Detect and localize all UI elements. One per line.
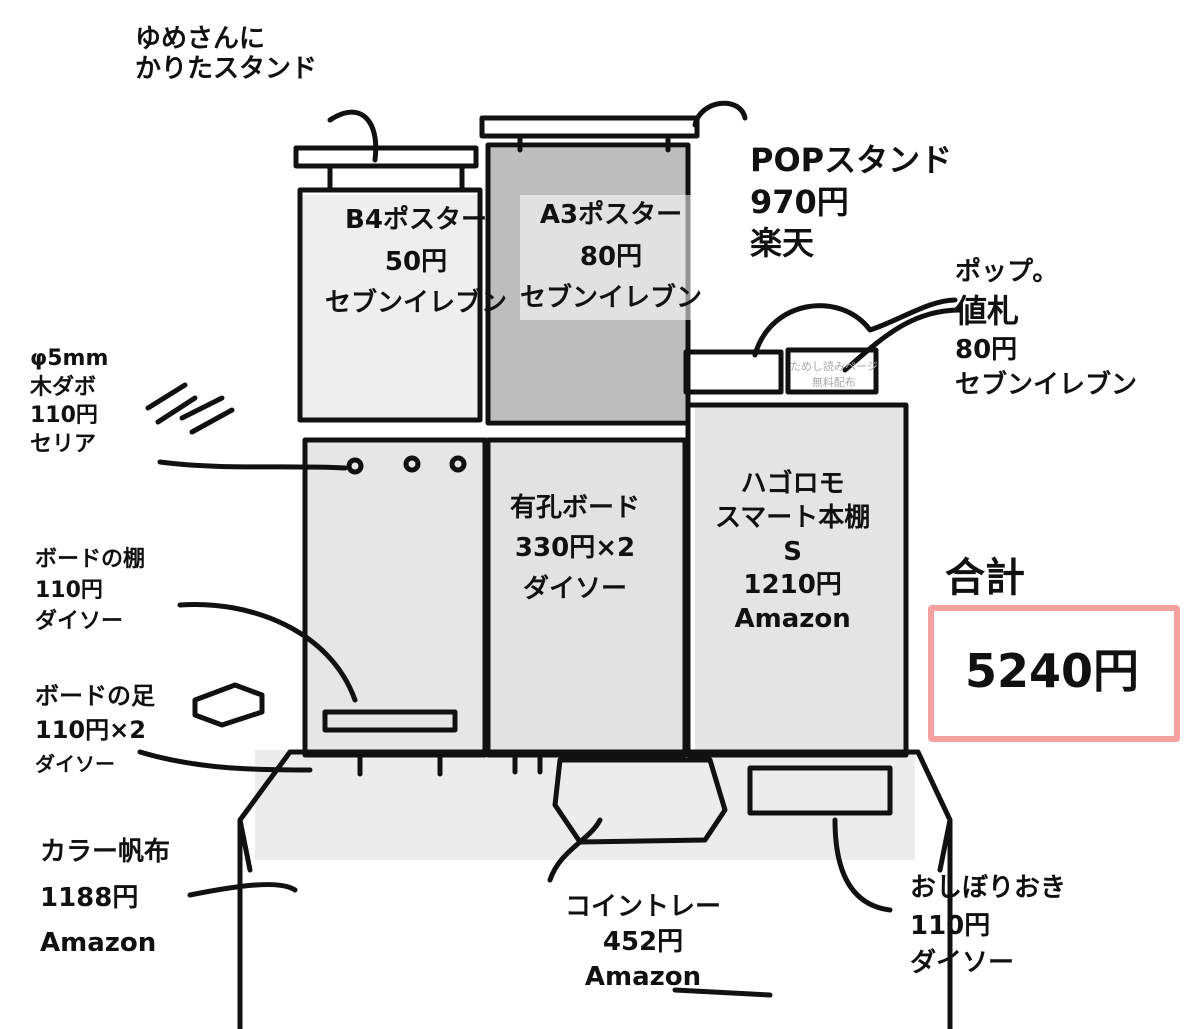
label-line: ポップ。 bbox=[955, 257, 1059, 287]
label-line: かりたスタンド bbox=[135, 53, 318, 84]
item-price: 110円 bbox=[24, 402, 108, 431]
label-b4-poster: B4ポスター 50円セブンイレブン bbox=[325, 200, 507, 325]
label-a3-poster: A3ポスター 80円セブンイレブン bbox=[520, 195, 703, 320]
item-name: A3ポスター bbox=[539, 200, 683, 230]
item-name: コイントレー bbox=[565, 892, 722, 922]
label-towel-holder: おしぼりおき 110円ダイソー bbox=[903, 870, 1067, 983]
item-price: 50円 bbox=[378, 242, 458, 284]
item-name: 有孔ボード bbox=[510, 493, 641, 523]
item-shop: Amazon bbox=[734, 604, 851, 635]
item-price: 1210円 bbox=[737, 569, 853, 603]
item-name: ボードの棚 bbox=[35, 547, 146, 572]
item-shop: Amazon bbox=[40, 928, 157, 958]
item-shop: セブンイレブン bbox=[325, 288, 508, 319]
free-sample-sign: ためし読みページ無料配布 bbox=[790, 358, 878, 390]
item-shop: 楽天 bbox=[750, 224, 815, 263]
label-line: φ5mm bbox=[30, 346, 109, 371]
label-line: S bbox=[783, 536, 802, 567]
item-shop: セブンイレブン bbox=[520, 283, 703, 314]
item-price: 80円 bbox=[948, 333, 1028, 368]
item-price: 970円 bbox=[744, 182, 859, 224]
item-name: ボードの足 bbox=[35, 682, 155, 710]
item-price: 80円 bbox=[573, 237, 653, 279]
item-shop: セブンイレブン bbox=[955, 370, 1138, 401]
sign-line: ためし読みページ bbox=[790, 360, 878, 373]
label-line: ゆめさんに bbox=[135, 24, 266, 54]
total-value: 5240円 bbox=[965, 644, 1140, 698]
item-price: 110円 bbox=[29, 576, 113, 607]
item-shop: ダイソー bbox=[35, 752, 115, 777]
label-line: 木ダボ bbox=[30, 374, 97, 400]
item-price: 110円 bbox=[903, 908, 1001, 946]
label-line: スマート本棚 bbox=[715, 502, 871, 533]
item-shop: セリア bbox=[30, 431, 97, 457]
item-name: カラー帆布 bbox=[40, 837, 171, 867]
item-price: 1188円 bbox=[33, 876, 149, 922]
item-shop: ダイソー bbox=[35, 608, 124, 634]
item-name: POPスタンド bbox=[750, 141, 953, 179]
label-line: 値札 bbox=[955, 292, 1020, 331]
label-line: ハゴロモ bbox=[740, 469, 845, 499]
sign-line: 無料配布 bbox=[811, 376, 856, 389]
item-price: 110円×2 bbox=[29, 714, 156, 748]
item-shop: Amazon bbox=[584, 962, 702, 993]
label-borrowed-stand: ゆめさんにかりたスタンド bbox=[135, 24, 318, 85]
item-price: 330円×2 bbox=[508, 528, 646, 568]
item-shop: ダイソー bbox=[523, 573, 628, 604]
label-board-feet: ボードの足 110円×2 ダイソー bbox=[29, 680, 156, 781]
label-canvas-cloth: カラー帆布 1188円 Amazon bbox=[33, 830, 171, 967]
total-label: 合計 bbox=[945, 555, 1025, 601]
label-pegboard: 有孔ボード 330円×2 ダイソー bbox=[508, 488, 646, 609]
item-shop: ダイソー bbox=[910, 948, 1015, 979]
total-box bbox=[928, 605, 1180, 742]
label-board-shelf: ボードの棚 110円ダイソー bbox=[29, 545, 146, 637]
item-name: B4ポスター bbox=[345, 205, 487, 235]
item-name: おしぼりおき bbox=[910, 873, 1067, 903]
item-price: 452円 bbox=[596, 925, 694, 960]
